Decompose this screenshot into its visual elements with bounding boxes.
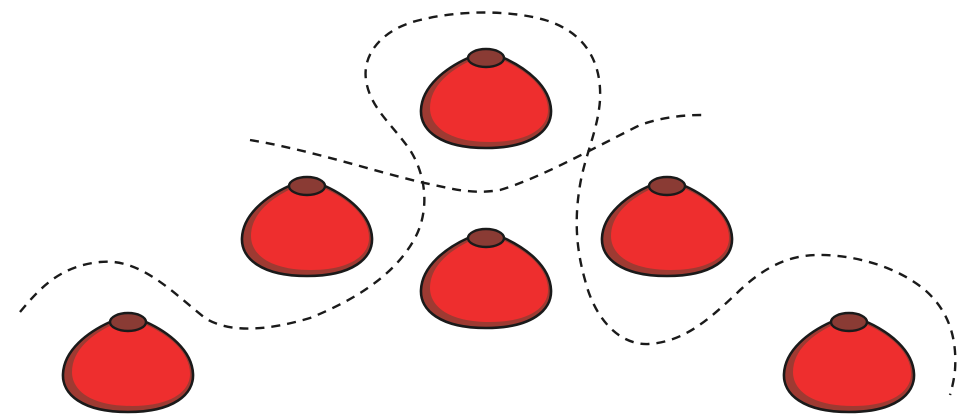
cone-top [468, 49, 504, 67]
cone-top [649, 177, 685, 195]
cone-top [289, 177, 325, 195]
cone-top [110, 313, 146, 331]
cone-top [468, 229, 504, 247]
cone-top [831, 313, 867, 331]
